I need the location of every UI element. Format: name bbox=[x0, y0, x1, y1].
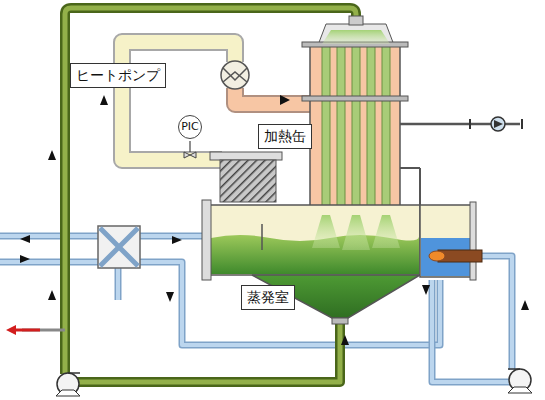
pump-symbol bbox=[56, 390, 80, 396]
evaporation-chamber bbox=[202, 200, 420, 324]
evaporation-chamber bbox=[342, 215, 370, 250]
water-pipes bbox=[0, 236, 512, 382]
compressor-symbol bbox=[223, 68, 247, 82]
mist-separator bbox=[220, 160, 276, 202]
flow-arrow bbox=[20, 235, 30, 243]
circulation-pipe bbox=[76, 324, 340, 382]
label-box: 蒸発室 bbox=[241, 285, 295, 310]
reheater bbox=[470, 202, 476, 280]
evaporation-chamber bbox=[210, 205, 420, 275]
water-pipes bbox=[140, 262, 440, 345]
node-label: 蒸発室 bbox=[247, 289, 289, 306]
heat-exchanger bbox=[98, 226, 140, 268]
flow-arrow bbox=[100, 95, 108, 105]
mist-separator bbox=[210, 152, 282, 202]
compressor-symbol bbox=[221, 61, 249, 89]
water-pipes bbox=[432, 280, 510, 382]
pump-symbol bbox=[508, 368, 520, 370]
water-pipes bbox=[0, 233, 98, 240]
control-valve bbox=[184, 152, 196, 158]
flow-arrow bbox=[20, 95, 529, 345]
heating-vessel bbox=[322, 45, 330, 215]
label-box: 加熱缶 bbox=[258, 124, 312, 149]
flow-arrow bbox=[20, 255, 30, 263]
concentrate-outlet bbox=[6, 325, 16, 335]
water-pipes bbox=[480, 256, 512, 370]
heating-vessel bbox=[349, 16, 363, 25]
water-pipes bbox=[140, 262, 440, 345]
heating-vessel bbox=[337, 45, 345, 215]
circulation-pipe bbox=[60, 329, 65, 332]
concentrate-outlet bbox=[6, 325, 60, 335]
heating-vessel bbox=[382, 45, 390, 215]
condensate-line bbox=[400, 167, 420, 169]
circulation-pipe bbox=[76, 324, 340, 382]
heating-vessel bbox=[322, 30, 390, 44]
flow-arrow bbox=[48, 290, 56, 300]
compressor-symbol bbox=[221, 61, 249, 89]
vapour-pipe bbox=[235, 88, 310, 104]
label-box: ヒートポンプ bbox=[70, 63, 166, 88]
control-valve bbox=[189, 141, 190, 152]
water-pipes bbox=[0, 259, 98, 266]
reheater bbox=[420, 202, 482, 280]
condensate-line bbox=[494, 120, 503, 128]
vapour-pipe bbox=[122, 42, 310, 160]
pump-symbol bbox=[68, 372, 80, 374]
heating-vessel bbox=[352, 45, 360, 215]
heating-vessel bbox=[302, 16, 408, 215]
pump-symbol bbox=[57, 373, 79, 395]
flow-arrow bbox=[280, 95, 290, 105]
water-pipes bbox=[0, 260, 98, 264]
control-valve bbox=[184, 141, 196, 158]
concentrate-outlet bbox=[14, 329, 40, 332]
evaporation-chamber bbox=[312, 215, 340, 248]
condensate-line bbox=[521, 119, 523, 129]
water-pipes bbox=[0, 234, 98, 238]
node-label: PIC bbox=[181, 120, 199, 133]
flow-arrow bbox=[341, 335, 349, 345]
water-pipes bbox=[480, 256, 512, 370]
node-label: 加熱缶 bbox=[264, 128, 306, 145]
heat-exchanger bbox=[100, 228, 138, 266]
vapour-pipe bbox=[122, 42, 235, 160]
reheater bbox=[429, 251, 445, 261]
evaporation-chamber bbox=[202, 200, 211, 280]
condensate-line bbox=[469, 119, 471, 129]
evaporation-chamber bbox=[332, 318, 348, 324]
water-pipes bbox=[432, 280, 510, 382]
vapour-pipe bbox=[122, 42, 235, 160]
heating-vessel bbox=[302, 96, 408, 101]
mist-separator bbox=[210, 152, 282, 160]
pump-symbol bbox=[56, 369, 532, 396]
heating-vessel bbox=[310, 45, 400, 215]
reheater bbox=[420, 205, 472, 277]
evaporation-chamber bbox=[261, 224, 263, 250]
flow-arrow bbox=[521, 300, 529, 310]
heat-exchanger bbox=[98, 226, 140, 268]
node-label: ヒートポンプ bbox=[76, 67, 160, 84]
condensate-line bbox=[491, 117, 505, 131]
flow-arrow bbox=[166, 292, 174, 302]
flow-arrow bbox=[48, 150, 56, 160]
pump-symbol bbox=[508, 387, 532, 393]
condensate-line bbox=[400, 117, 522, 205]
flow-arrow bbox=[172, 236, 182, 244]
condensate-line bbox=[419, 168, 421, 205]
heating-vessel bbox=[318, 24, 394, 45]
heating-vessel bbox=[367, 45, 375, 215]
vapour-pipe bbox=[235, 88, 310, 104]
evaporation-chamber bbox=[372, 215, 400, 248]
instrument-circle: PIC bbox=[178, 115, 202, 139]
flow-arrow bbox=[422, 285, 430, 295]
